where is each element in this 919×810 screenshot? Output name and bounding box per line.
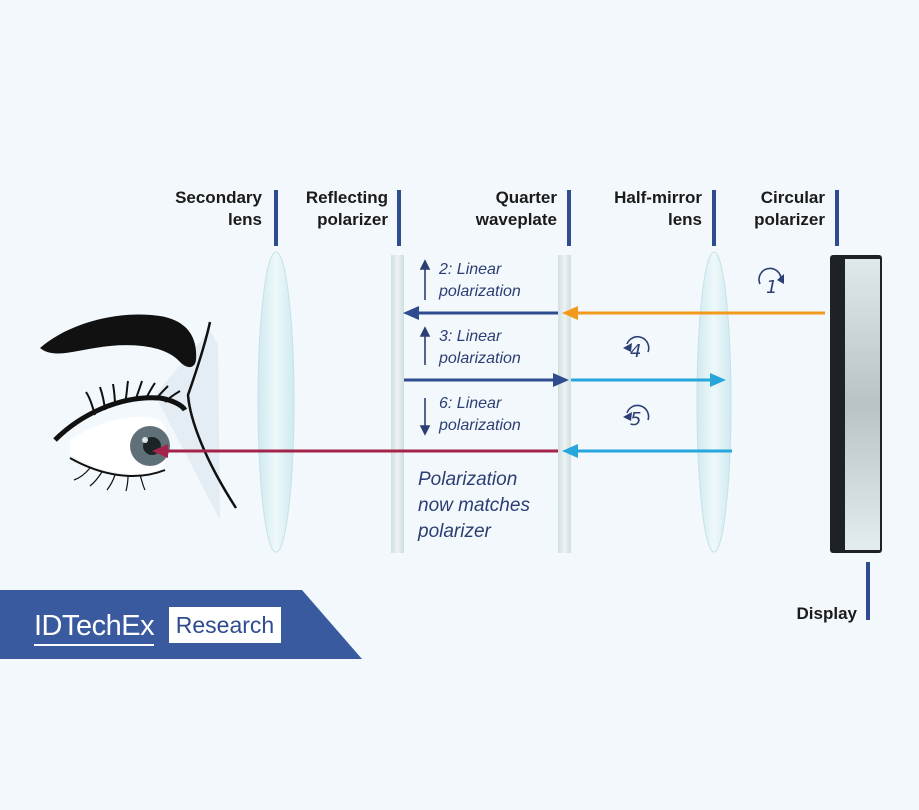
note-step-6: 6: Linear polarization [439,395,521,434]
eyebrow [40,314,197,368]
eyelashes [85,380,181,416]
rotation-icon-4 [623,335,650,353]
logo-brand: IDTechEx [34,609,155,646]
eye-shadow [155,330,220,520]
polarization-arrow-up-3 [419,326,431,365]
label-quarter-waveplate: Quarter waveplate [475,188,557,229]
beam-orange-arrowhead [562,306,578,320]
tick-half-mirror-lens [712,190,716,246]
tick-secondary-lens [274,190,278,246]
label-display: Display [796,604,857,623]
rotation-icon-5 [623,404,650,421]
upper-eyelid [53,395,188,442]
beam-navy-forward-arrowhead [553,373,569,387]
step-number-1: 1 [766,277,778,298]
polarization-arrow-down-6 [419,398,431,436]
note-step-2: 2: Linear polarization [439,261,521,300]
beam-cyan-return-arrowhead [562,444,578,458]
tick-display [866,562,870,620]
note-step-3: 3: Linear polarization [439,328,521,367]
face-profile [186,321,238,509]
logo-tag: Research [169,607,281,643]
label-reflecting-polarizer: Reflecting polarizer [305,188,388,229]
display-screen [845,259,880,550]
half-mirror-lens [696,251,732,553]
beam-red-arrowhead [152,444,168,458]
reflecting-polarizer-plate [391,255,404,553]
lower-lashes [73,467,146,492]
polarization-arrow-up-2 [419,259,431,300]
quarter-waveplate-plate [558,255,571,553]
beam-cyan-forward-arrowhead [710,373,726,387]
label-circular-polarizer: Circular polarizer [754,188,825,229]
step-number-5: 5 [630,409,642,430]
label-secondary-lens: Secondary lens [175,188,262,229]
eye-glint [142,437,148,443]
secondary-lens [257,251,295,553]
beam-navy-return-arrowhead [403,306,419,320]
rotation-icon-1 [758,267,784,285]
tick-reflecting-polarizer [397,190,401,246]
tick-quarter-waveplate [567,190,571,246]
step-number-4: 4 [630,341,642,362]
note-final: Polarization now matches polarizer [418,469,530,542]
lower-eyelid [69,457,166,477]
tick-circular-polarizer [835,190,839,246]
label-half-mirror-lens: Half-mirror lens [614,188,702,229]
